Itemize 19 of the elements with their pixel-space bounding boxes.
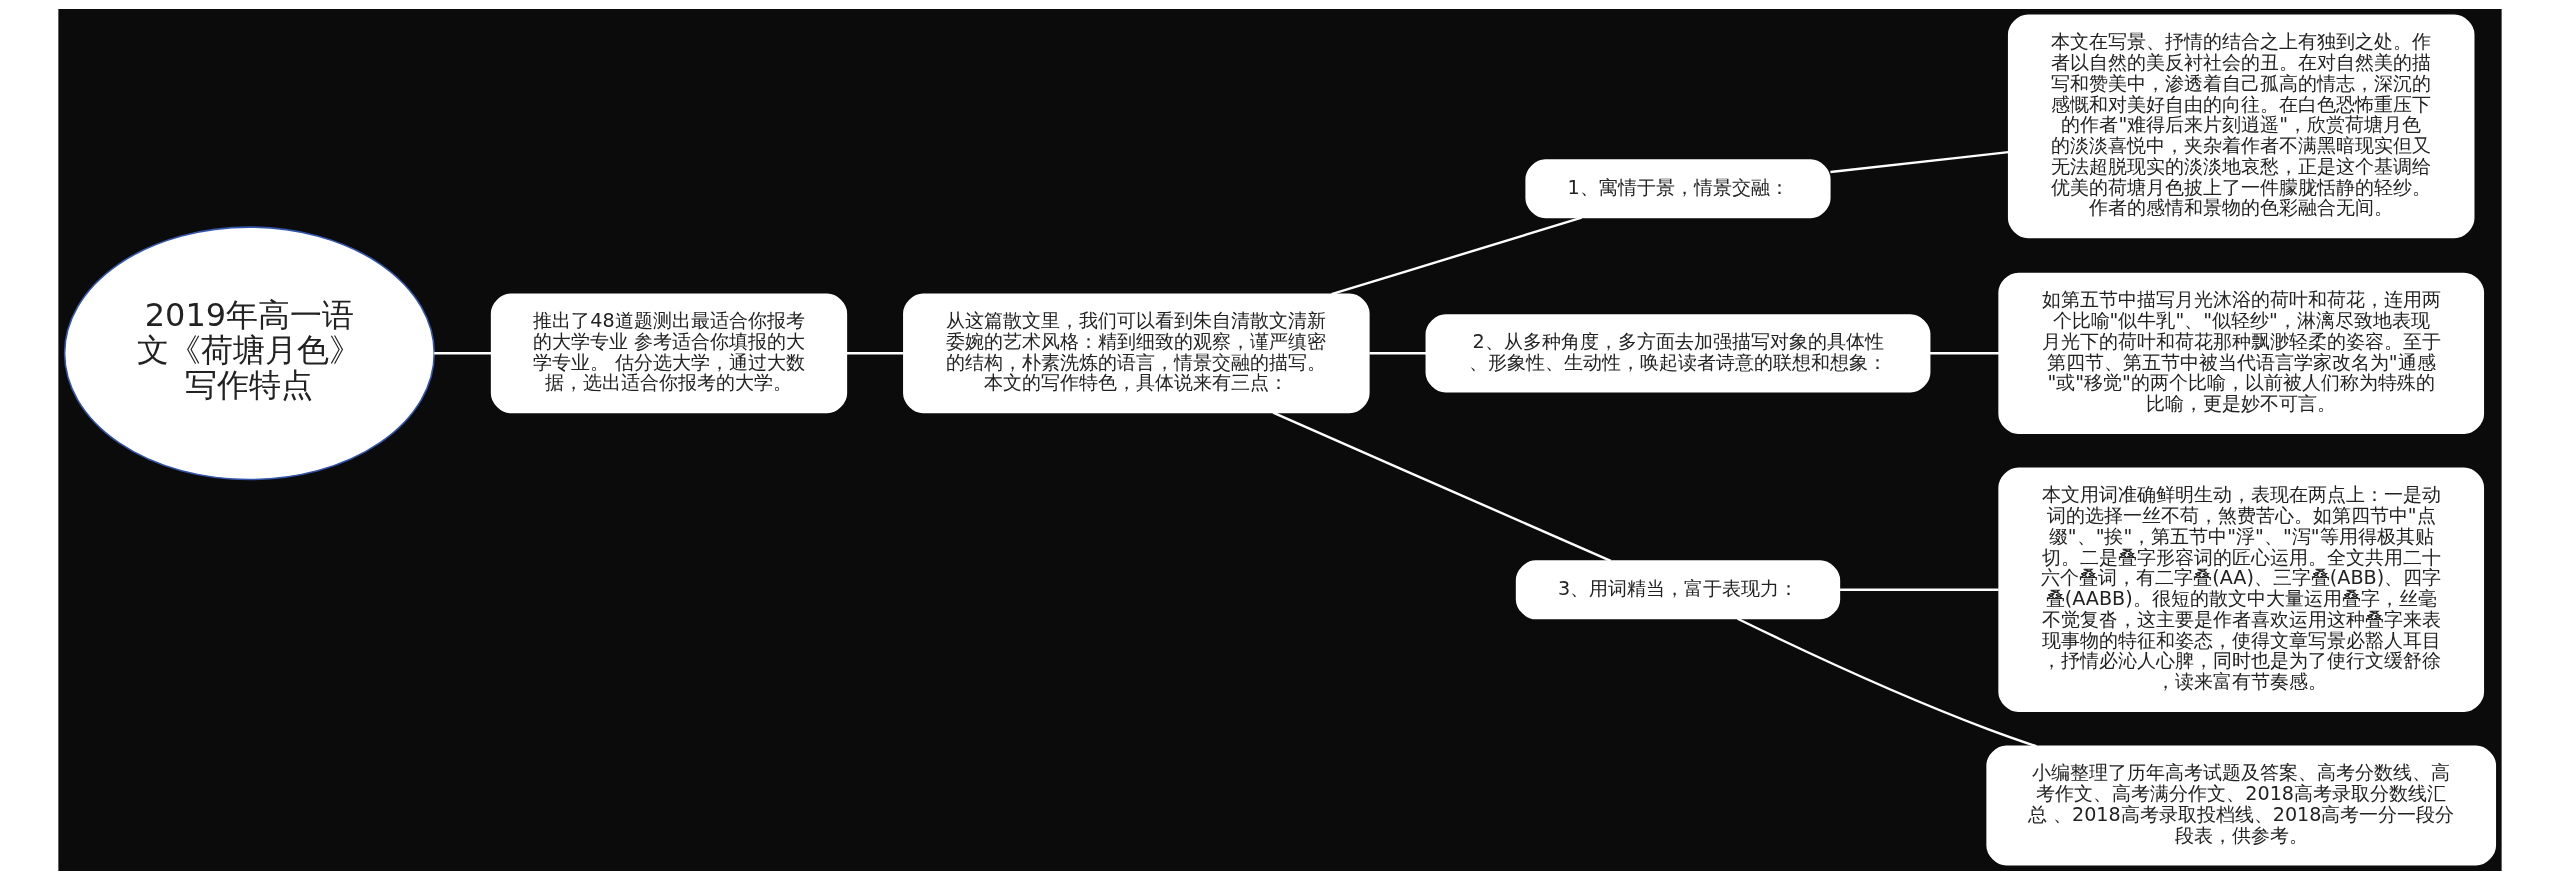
node-ellipse: 2019年高一语文《荷塘月色》写作特点 (63, 225, 436, 480)
node-box: 1、寓情于景，情景交融： (1525, 158, 1831, 218)
node-box: 如第五节中描写月光沐浴的荷叶和荷花，连用两个比喻"似牛乳"、"似轻纱"，淋漓尽致地表现月光下的荷叶和荷花那种飘渺轻柔的姿容。至于第四节、第五节中被当代语言学家改名为"通感"或"移觉"的两个比喻，以前被人们称为特殊的比喻，更是妙不可言。 (1998, 272, 2485, 434)
connector (434, 351, 492, 354)
connector (1331, 216, 1582, 295)
connector (1830, 150, 2009, 173)
connector (846, 351, 904, 354)
node-box: 2、从多种角度，多方面去加强描写对象的具体性、形象性、生动性，唤起读者诗意的联想和想象： (1425, 313, 1931, 392)
connector (1272, 411, 1612, 562)
connector (1929, 351, 1999, 354)
connector (1840, 588, 1999, 591)
node-box: 小编整理了历年高考试题及答案、高考分数线、高考作文、高考满分作文、2018高考录取分数线汇总 、2018高考录取投档线、2018高考一分一段分段表，供参考。 (1986, 745, 2497, 865)
node-box: 从这篇散文里，我们可以看到朱自清散文清新委婉的艺术风格：精到细致的观察，谨严缜密的结构，朴素洗炼的语言，情景交融的描写。本文的写作特色，具体说来有三点： (903, 292, 1370, 413)
connector (1737, 617, 2037, 747)
node-box: 3、用词精当，富于表现力： (1515, 559, 1841, 619)
node-box: 本文在写景、抒情的结合之上有独到之处。作者以自然的美反衬社会的丑。在对自然美的描写和赞美中，渗透着自己孤高的情志，深沉的感慨和对美好自由的向往。在白色恐怖重压下的作者"难得后来片刻逍遥"，欣赏荷塘月色的淡淡喜悦中，夹杂着作者不满黑暗现实但又无法超脱现实的淡淡地哀愁，正是这个基调给优美的荷塘月色披上了一件朦胧恬静的轻纱。作者的感情和景物的色彩融合无间。 (2007, 14, 2475, 238)
node-box: 推出了48道题测出最适合你报考的大学专业 参考适合你填报的大学专业。 估分选大学，通过大数据，选出适合你报考的大学。 (490, 292, 848, 413)
connector (1369, 351, 1427, 354)
node-box: 本文用词准确鲜明生动，表现在两点上：一是动词的选择一丝不苟，煞费苦心。如第四节中"点缀"、"挨"，第五节中"浮"、"泻"等用得极其贴切。二是叠字形容词的匠心运用。全文共用二十六个叠词，有二字叠(AA)、三字叠(ABB)、四字叠(AABB)。很短的散文中大量运用叠字，丝毫不觉复沓，这主要是作者喜欢运用这种叠字来表现事物的特征和姿态，使得文章写景必豁人耳目，抒情必沁人心脾，同时也是为了使行文缓舒徐，读来富有节奏感。 (1998, 467, 2485, 712)
